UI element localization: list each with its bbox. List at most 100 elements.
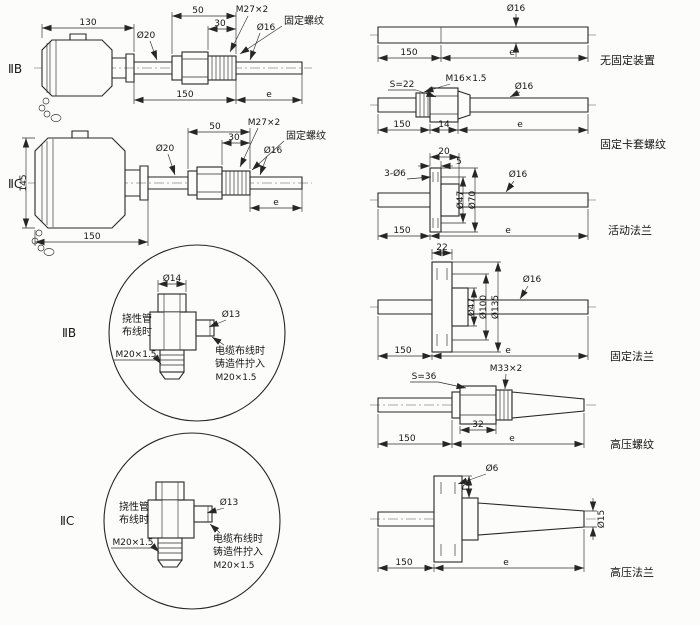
thread-section <box>221 170 251 196</box>
dim-32-label: 32 <box>472 420 483 430</box>
dim-150-label: 150 <box>395 558 412 568</box>
dim-d20-label: Ø20 <box>137 30 156 41</box>
flex-thread-spec: M20×1.5 <box>115 350 156 360</box>
dim-150-label: 150 <box>83 232 100 242</box>
dim-m33-label: M33×2 <box>490 364 522 374</box>
chain-plug <box>43 248 55 256</box>
flange-plate <box>431 261 453 353</box>
dim-30-label: 30 <box>228 133 240 143</box>
dim-145-label: 145 <box>19 174 29 191</box>
flex-conduit-note-line2: 布线时 <box>122 325 152 338</box>
dim-150-label: 150 <box>398 434 415 444</box>
mount-row-hp-flange: D Ø6 Ø15 150 e 高压法兰 <box>370 463 654 579</box>
hex-nut <box>459 385 497 425</box>
terminal-head <box>41 39 113 97</box>
mount-row-ferrule-thread: S=22 M16×1.5 Ø16 150 14 e 固定卡套螺纹 <box>370 74 666 151</box>
cable-entry-port <box>195 319 215 337</box>
cable-note-line2: 铸造件拧入 <box>215 357 265 370</box>
cable-thread-spec: M20×1.5 <box>213 561 254 571</box>
section-label-iic: ⅡC <box>60 514 74 528</box>
dim-d13-label: Ø13 <box>220 497 239 508</box>
mount-type-label: 高压法兰 <box>610 565 654 579</box>
fixed-thread-label: 固定螺纹 <box>284 14 324 27</box>
section-label-iic: ⅡC <box>8 177 22 191</box>
cable-entry-port <box>193 505 213 523</box>
detail-circle-iic: ⅡC Ø13 挠性管 布线时 M20×1.5 电缆布线时 铸造件拧入 M20×1… <box>60 432 281 610</box>
dim-130-label: 130 <box>79 18 96 28</box>
flange-plate <box>433 475 463 563</box>
flex-thread-spec: M20×1.5 <box>112 538 153 548</box>
dim-30-label: 30 <box>214 19 226 29</box>
mount-row-no-fixing: Ø16 150 e 无固定装置 <box>370 3 655 67</box>
dim-e-label: e <box>273 198 279 208</box>
dim-m16-label: M16×1.5 <box>445 74 486 84</box>
dim-d16-label: Ø16 <box>509 169 528 180</box>
dim-d-label: D <box>462 483 472 490</box>
probe-rod <box>377 26 589 44</box>
dim-e-label: e <box>503 558 509 568</box>
flange-hub <box>440 183 460 217</box>
dim-d16-label: Ø16 <box>507 3 526 14</box>
detail-circle-iib: ⅡB Ø14 Ø13 挠性管 布线时 M20×1.5 电缆布线时 铸造件拧入 M… <box>62 244 286 422</box>
cable-note-line2: 铸造件拧入 <box>213 545 263 558</box>
flex-conduit-note-line2: 布线时 <box>119 513 149 526</box>
flange-plate <box>429 167 442 233</box>
flex-conduit-note-line1: 挠性管 <box>122 312 152 325</box>
dim-150-label: 150 <box>394 346 411 356</box>
tapered-thermowell <box>511 391 585 419</box>
dim-bolt-holes-label: 3-Ø6 <box>384 168 406 179</box>
probe-rod <box>377 511 435 527</box>
dim-d16-label: Ø16 <box>515 81 534 92</box>
mount-row-hp-thread: S=36 M33×2 32 150 e 高压螺纹 <box>370 364 654 451</box>
cable-note-line1: 电缆布线时 <box>213 532 263 545</box>
flange-hub <box>461 497 479 541</box>
hex-nut <box>181 51 209 85</box>
dim-m27-label: M27×2 <box>236 5 268 15</box>
dim-d70-label: Ø70 <box>467 190 478 209</box>
dim-hole-label: Ø6 <box>486 463 499 474</box>
dim-5-label: 5 <box>456 157 462 167</box>
hex-nut <box>196 166 223 200</box>
dim-d16-label: Ø16 <box>523 274 542 285</box>
assembly-iic: 145 50 30 M27×2 Ø20 Ø16 固定螺纹 e 150 ⅡC <box>8 118 326 256</box>
dim-d135-label: Ø135 <box>490 295 501 319</box>
flex-conduit-note-line1: 挠性管 <box>119 500 149 513</box>
dim-150-label: 150 <box>393 226 410 236</box>
hex-nut <box>429 87 459 123</box>
dim-e-label: e <box>509 48 515 58</box>
dim-50-label: 50 <box>209 122 221 132</box>
dim-e-label: e <box>517 120 523 130</box>
dim-s36-label: S=36 <box>412 372 437 382</box>
dim-14-label: 14 <box>438 120 450 130</box>
probe-rod <box>377 97 589 113</box>
dim-e-label: e <box>505 226 511 236</box>
tapered-thermowell <box>477 502 585 536</box>
dim-150-label: 150 <box>393 120 410 130</box>
dim-20-label: 20 <box>438 147 450 157</box>
section-label-iib: ⅡB <box>62 326 76 340</box>
dim-e-label: e <box>266 90 272 100</box>
chain-plug <box>50 114 62 122</box>
dim-e-label: e <box>505 346 511 356</box>
dim-d20-label: Ø20 <box>156 143 175 154</box>
cable-note-line1: 电缆布线时 <box>215 344 265 357</box>
flange-hub <box>451 287 469 327</box>
dim-s22-label: S=22 <box>390 80 415 90</box>
detail-circle-outline <box>108 244 286 422</box>
mount-type-label: 高压螺纹 <box>610 437 654 451</box>
detail-circle-outline <box>103 432 281 610</box>
probe-rod <box>377 192 589 208</box>
mount-type-label: 固定卡套螺纹 <box>600 137 666 151</box>
dim-d13-label: Ø13 <box>222 309 241 320</box>
dim-d47-label: Ø47 <box>455 191 466 210</box>
cable-thread-spec: M20×1.5 <box>215 373 256 383</box>
dim-d16-label: Ø16 <box>257 22 276 33</box>
dim-150-label: 150 <box>176 90 193 100</box>
dim-50-label: 50 <box>192 6 204 16</box>
terminal-head <box>34 137 126 229</box>
dim-e-label: e <box>509 434 515 444</box>
dim-m27-label: M27×2 <box>248 118 280 128</box>
assembly-iib: 130 Ø20 50 30 M27×2 Ø16 固定螺纹 150 e ⅡB <box>8 5 324 122</box>
